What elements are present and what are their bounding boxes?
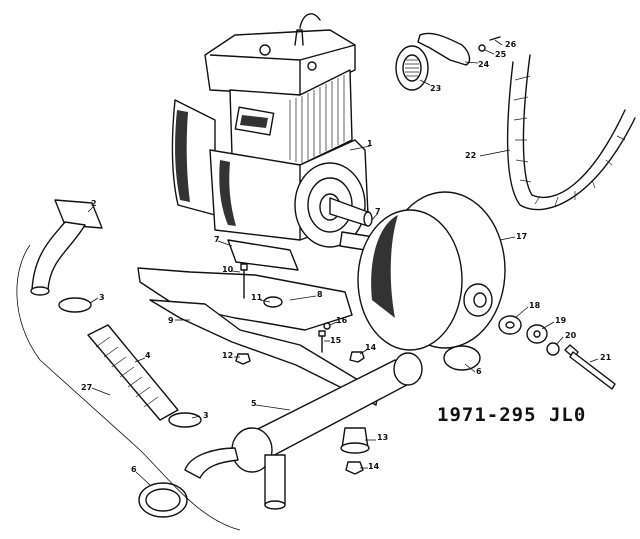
part-label-6-lower: 6 (131, 465, 137, 474)
lock-washer (546, 342, 560, 356)
part-label-9: 9 (168, 316, 174, 325)
engine-assembly (171, 13, 373, 248)
part-label-14: 14 (365, 343, 377, 352)
part-label-13: 13 (377, 433, 389, 442)
exhaust-clamp (58, 297, 92, 313)
part-label-3-lower: 3 (203, 411, 209, 420)
exhaust-clamp-lower (168, 412, 202, 428)
drive-clutch-pulley (357, 191, 506, 351)
part-label-5: 5 (251, 399, 257, 408)
hose-clamp-right (443, 345, 481, 371)
muffler (184, 352, 423, 510)
part-label-18: 18 (529, 301, 541, 310)
exhaust-system-outline (16, 244, 241, 531)
part-label-25: 25 (495, 50, 507, 59)
engine-mount-bracket (227, 239, 299, 271)
part-label-1: 1 (367, 139, 373, 148)
part-label-16: 16 (336, 316, 348, 325)
engine-base-plate (137, 267, 353, 331)
part-label-19: 19 (555, 316, 567, 325)
part-label-11: 11 (251, 293, 263, 302)
mounting-bracket (417, 32, 471, 66)
part-label-17: 17 (516, 232, 528, 241)
part-label-15: 15 (330, 336, 342, 345)
part-label-2: 2 (91, 199, 97, 208)
part-label-8: 8 (317, 290, 323, 299)
part-label-27: 27 (81, 383, 93, 392)
part-label-22: 22 (465, 151, 477, 160)
exhaust-flange (54, 199, 103, 229)
part-label-7-lower: 7 (214, 235, 220, 244)
part-label-21: 21 (600, 353, 612, 362)
part-label-3: 3 (99, 293, 105, 302)
pulley-bolt (564, 344, 616, 390)
part-label-24: 24 (478, 60, 490, 69)
part-label-23: 23 (430, 84, 442, 93)
part-label-14-lower: 14 (368, 462, 380, 471)
part-label-7: 7 (375, 207, 381, 216)
flexible-exhaust-pipe (87, 324, 179, 421)
part-label-4: 4 (145, 351, 151, 360)
part-label-20: 20 (565, 331, 577, 340)
exhaust-elbow (31, 221, 86, 291)
part-label-26: 26 (505, 40, 517, 49)
part-label-6: 6 (476, 367, 482, 376)
part-label-12: 12 (222, 351, 234, 360)
drive-belt (507, 54, 636, 211)
document-code: 1971-295 JL0 (437, 404, 587, 426)
part-label-10: 10 (222, 265, 234, 274)
